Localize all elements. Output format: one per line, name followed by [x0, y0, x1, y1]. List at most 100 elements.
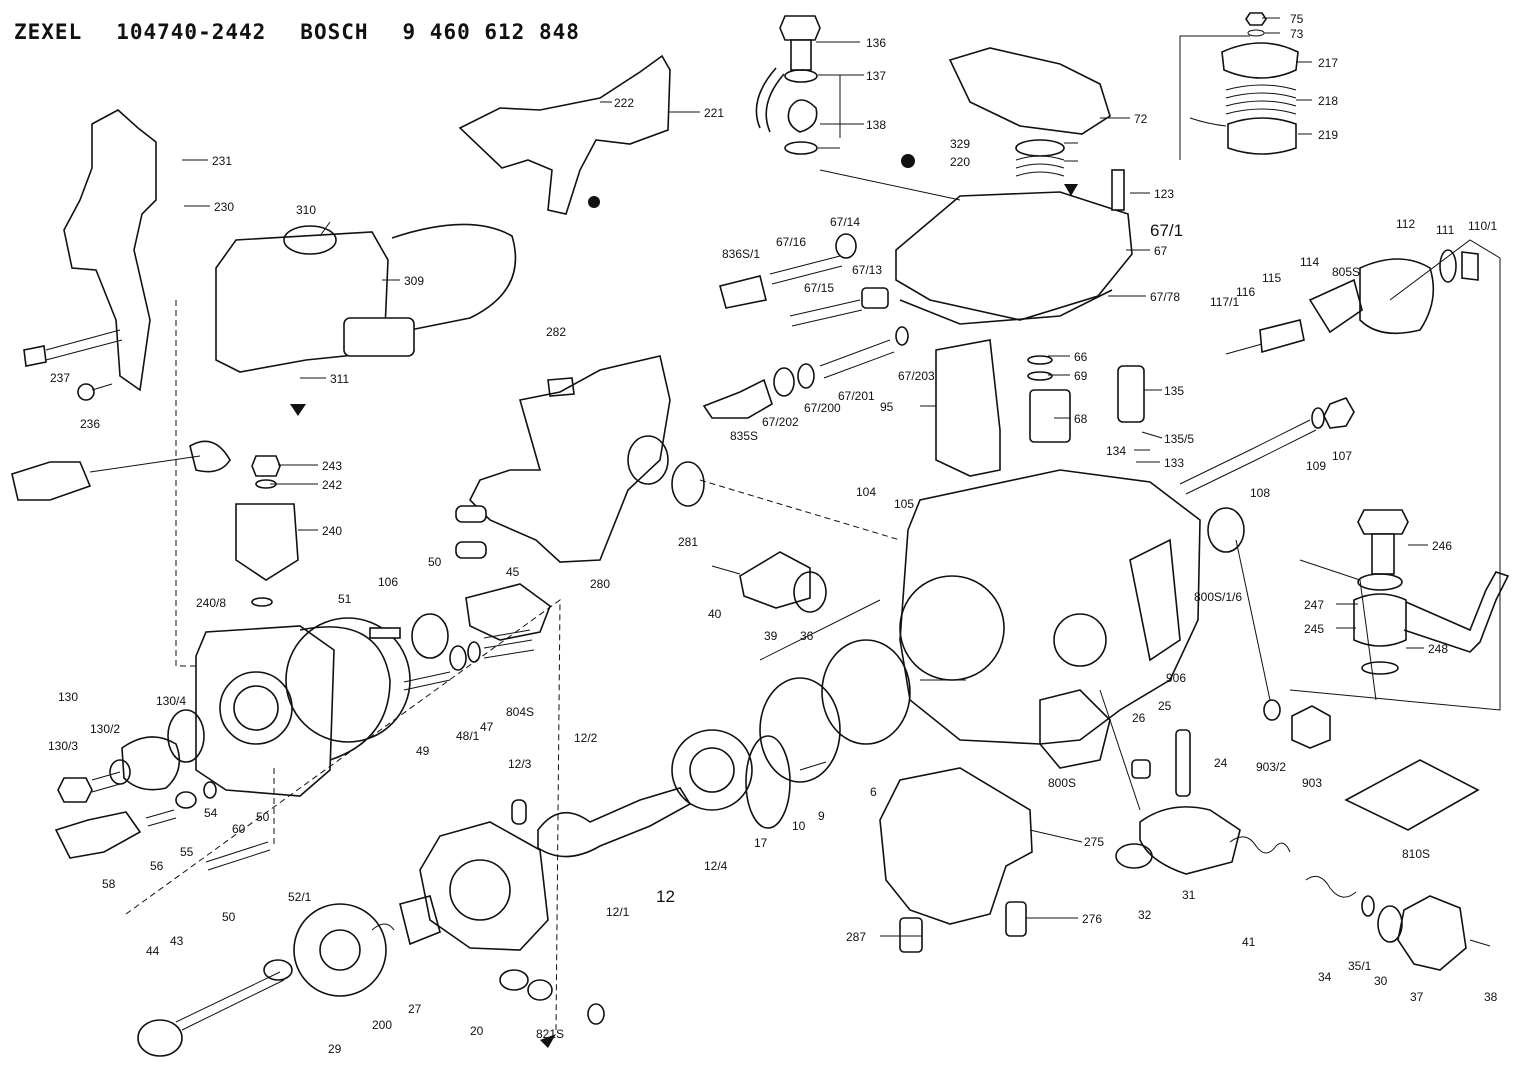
label-115: 115 [1262, 271, 1281, 285]
speed-spring-assembly [1189, 12, 1299, 155]
throttle-bracket [63, 109, 157, 392]
label-136: 136 [866, 36, 886, 50]
label-110-1: 110/1 [1468, 219, 1497, 233]
label-804s: 804S [506, 705, 534, 719]
label-276: 276 [1082, 912, 1102, 926]
label-104: 104 [856, 485, 876, 499]
label-67-202: 67/202 [762, 415, 799, 429]
label-31: 31 [1182, 888, 1196, 902]
label-17: 17 [754, 836, 768, 850]
lever-pin-set [1131, 729, 1191, 797]
label-903-2: 903/2 [1256, 760, 1286, 774]
label-130-4: 130/4 [156, 694, 186, 708]
label-36: 36 [800, 629, 814, 643]
temperature-sensor [11, 440, 299, 607]
label-72: 72 [1134, 112, 1148, 126]
label-45: 45 [506, 565, 520, 579]
gasket-kit [1344, 759, 1480, 831]
label-221: 221 [704, 106, 724, 120]
label-50-mid: 50 [256, 810, 270, 824]
return-fitting [1353, 509, 1510, 675]
label-275: 275 [1084, 835, 1104, 849]
part-shapes [11, 12, 1510, 1057]
label-130-3: 130/3 [48, 739, 78, 753]
label-67: 67 [1154, 244, 1168, 258]
mounting-bracket [879, 767, 1033, 925]
label-27: 27 [408, 1002, 422, 1016]
label-73: 73 [1290, 27, 1304, 41]
label-67-14: 67/14 [830, 215, 860, 229]
label-107: 107 [1332, 449, 1352, 463]
label-52-1: 52/1 [288, 890, 312, 904]
label-26: 26 [1132, 711, 1146, 725]
label-137: 137 [866, 69, 886, 83]
timer-piston-parts [54, 781, 271, 871]
label-222: 222 [614, 96, 634, 110]
label-12-1: 12/1 [606, 905, 630, 919]
leader-lines [125, 35, 1501, 1031]
label-48-1: 48/1 [456, 729, 480, 743]
label-106: 106 [378, 575, 398, 589]
label-35-1: 35/1 [1348, 959, 1372, 973]
label-220: 220 [950, 155, 970, 169]
label-123: 123 [1154, 187, 1174, 201]
label-237: 237 [50, 371, 70, 385]
label-311: 311 [330, 372, 349, 386]
label-112: 112 [1396, 217, 1415, 231]
label-130-2: 130/2 [90, 722, 120, 736]
label-903: 903 [1302, 776, 1322, 790]
label-38: 38 [1484, 990, 1498, 1004]
control-lever [1115, 806, 1291, 875]
label-218: 218 [1318, 94, 1338, 108]
label-54: 54 [204, 806, 218, 820]
label-111: 111 [1436, 223, 1455, 237]
lever-bracket [458, 54, 671, 215]
label-108: 108 [1250, 486, 1270, 500]
part-number-zexel: 104740-2442 [116, 20, 267, 44]
label-10: 10 [792, 819, 806, 833]
pump-housing [899, 469, 1245, 769]
label-51: 51 [338, 592, 352, 606]
fuel-cut-assembly [1225, 249, 1479, 355]
label-67-200: 67/200 [804, 401, 841, 415]
label-231: 231 [212, 154, 232, 168]
label-810s: 810S [1402, 847, 1430, 861]
label-34: 34 [1318, 970, 1332, 984]
label-67-201: 67/201 [838, 389, 875, 403]
label-836s-1: 836S/1 [722, 247, 760, 261]
label-281: 281 [678, 535, 698, 549]
label-44: 44 [146, 944, 160, 958]
plug-screw [1263, 699, 1331, 749]
label-247: 247 [1304, 598, 1324, 612]
label-49: 49 [416, 744, 430, 758]
part-number-bosch: 9 460 612 848 [402, 20, 580, 44]
label-117-1: 117/1 [1210, 295, 1239, 309]
label-58: 58 [102, 877, 116, 891]
label-800s-1-6: 800S/1/6 [1194, 590, 1242, 604]
label-20: 20 [470, 1024, 484, 1038]
label-805s: 805S [1332, 265, 1360, 279]
label-67-13: 67/13 [852, 263, 882, 277]
label-47: 47 [480, 720, 494, 734]
label-240: 240 [322, 524, 342, 538]
label-32: 32 [1138, 908, 1152, 922]
label-50-lower: 50 [222, 910, 236, 924]
feed-pump-assembly [137, 821, 605, 1057]
drive-shaft-assembly [511, 639, 911, 858]
label-135: 135 [1164, 384, 1184, 398]
label-67-15: 67/15 [804, 281, 834, 295]
label-55: 55 [180, 845, 194, 859]
delivery-valve-parts [1117, 365, 1355, 495]
maker-zexel: ZEXEL [14, 20, 83, 44]
label-906: 906 [1166, 671, 1186, 685]
label-105: 105 [894, 497, 914, 511]
adjusting-screws [719, 233, 889, 327]
label-248: 248 [1428, 642, 1448, 656]
label-67-16: 67/16 [776, 235, 806, 249]
label-217: 217 [1318, 56, 1338, 70]
direction-arrows [290, 404, 556, 1048]
label-40: 40 [708, 607, 722, 621]
label-50-upper: 50 [428, 555, 442, 569]
